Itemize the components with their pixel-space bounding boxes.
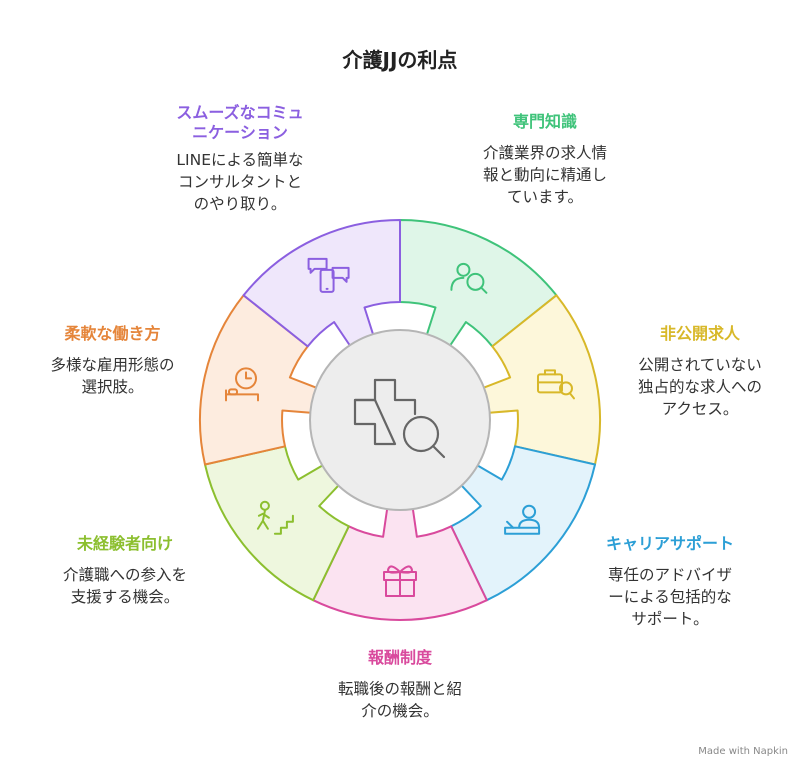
label-support-desc: 専任のアドバイザーによる包括的なサポート。 xyxy=(607,566,732,628)
segment-communication xyxy=(242,219,401,348)
label-flexible: 柔軟な働き方 多様な雇用形態の選択肢。 xyxy=(25,324,200,398)
advisor-desk-icon xyxy=(504,504,541,535)
label-inexperienced-title: 未経験者向け xyxy=(76,534,173,553)
center-circle xyxy=(309,329,491,511)
label-communication: スムーズなコミュニケーション LINEによる簡単なコンサルタントとのやり取り。 xyxy=(145,103,335,215)
briefcase-search-icon xyxy=(536,369,575,400)
label-expertise-title: 専門知識 xyxy=(512,112,577,131)
gift-icon xyxy=(383,565,417,597)
diagram-title: 介護JJの利点 xyxy=(342,48,458,72)
label-flexible-title: 柔軟な働き方 xyxy=(64,324,161,343)
expert-search-icon xyxy=(450,262,488,294)
label-support-title: キャリアサポート xyxy=(605,534,734,553)
label-inexperienced: 未経験者向け 介護職への参入を支援する機会。 xyxy=(40,534,210,608)
label-support: キャリアサポート 専任のアドバイザーによる包括的なサポート。 xyxy=(580,534,760,630)
napkin-credit: Made with Napkin xyxy=(698,746,788,757)
label-communication-title: スムーズなコミュニケーション xyxy=(176,103,304,142)
label-reward-title: 報酬制度 xyxy=(367,648,432,667)
label-inexperienced-desc: 介護職への参入を支援する機会。 xyxy=(62,566,187,606)
label-expertise: 専門知識 介護業界の求人情報と動向に精通しています。 xyxy=(460,112,630,208)
chat-phone-icon xyxy=(307,257,350,293)
clock-bed-icon xyxy=(225,367,260,402)
label-reward-desc: 転職後の報酬と紹介の機会。 xyxy=(337,680,462,720)
stairs-climb-icon xyxy=(256,500,294,535)
label-private-desc: 公開されていない独占的な求人へのアクセス。 xyxy=(637,356,762,418)
label-reward: 報酬制度 転職後の報酬と紹介の機会。 xyxy=(305,648,495,722)
medical-cross-search-icon xyxy=(353,378,446,459)
label-expertise-desc: 介護業界の求人情報と動向に精通しています。 xyxy=(482,144,607,206)
label-private: 非公開求人 公開されていない独占的な求人へのアクセス。 xyxy=(615,324,785,420)
label-flexible-desc: 多様な雇用形態の選択肢。 xyxy=(50,356,175,396)
label-communication-desc: LINEによる簡単なコンサルタントとのやり取り。 xyxy=(176,151,304,213)
label-private-title: 非公開求人 xyxy=(659,324,740,343)
